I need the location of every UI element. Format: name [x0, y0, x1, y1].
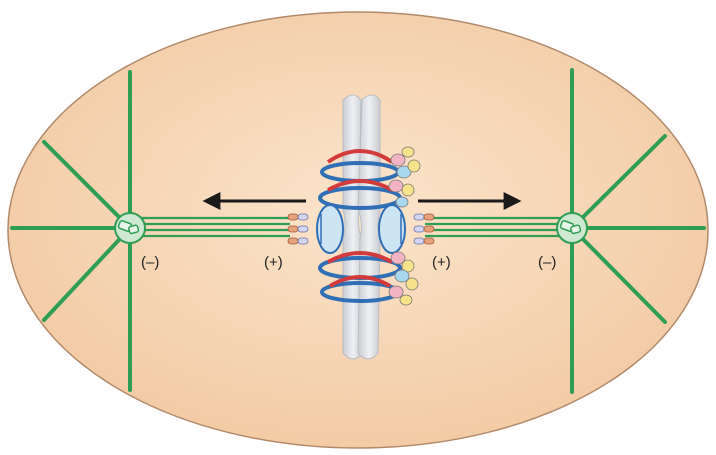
left-aster: [10, 70, 132, 392]
kinetochore-right: [378, 204, 406, 254]
chromosome: [342, 94, 381, 360]
left-pole-label: (–): [141, 254, 159, 271]
protein-cluster-upper: [388, 146, 421, 208]
right-kinetochore-fibers: [425, 216, 572, 238]
kinetochore-left: [316, 204, 344, 254]
centrosome-icon: [114, 212, 146, 244]
protein-cluster-lower: [388, 251, 419, 306]
right-pole-label: (–): [538, 254, 556, 271]
centrosome-icon: [556, 212, 588, 244]
right-aster: [570, 68, 706, 394]
plus-end-caps-right: [413, 213, 435, 245]
left-plus-end-label: (+): [264, 254, 283, 271]
left-kinetochore-fibers: [130, 216, 290, 238]
plus-end-caps-left: [287, 213, 309, 245]
right-plus-end-label: (+): [432, 254, 451, 271]
